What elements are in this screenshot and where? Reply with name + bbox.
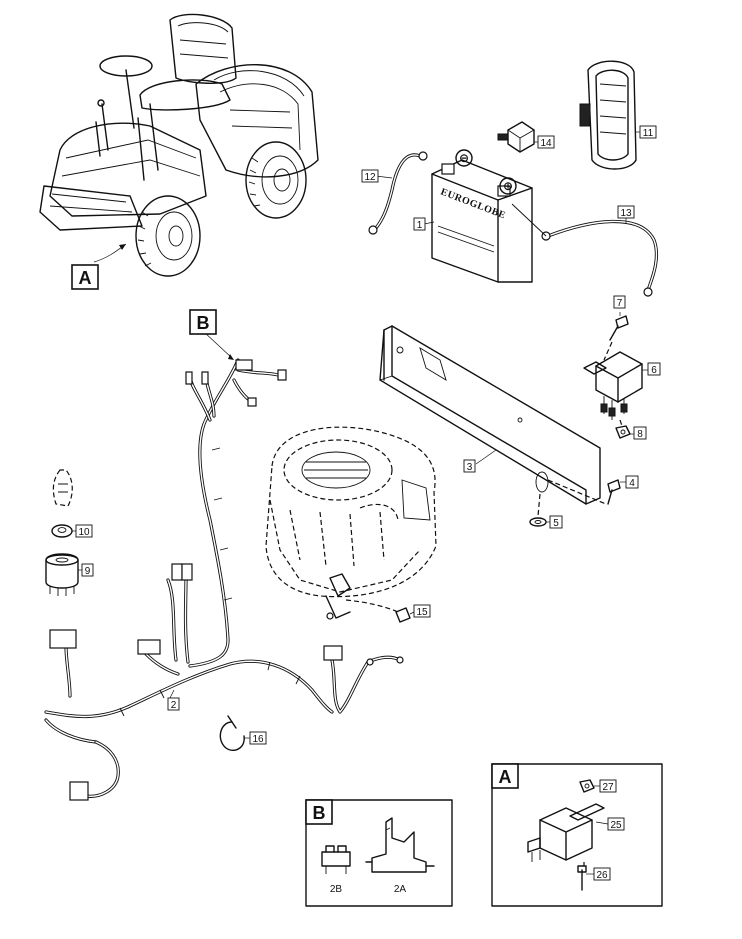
washer xyxy=(529,517,547,527)
svg-text:4: 4 xyxy=(629,478,635,489)
relay-nut xyxy=(579,779,595,793)
terminal-connector xyxy=(497,121,535,153)
battery: EUROGLOBE ⊖ ⊕ xyxy=(431,149,533,283)
callout-b-label: B xyxy=(189,309,217,335)
engine-nut xyxy=(395,607,411,623)
svg-text:11: 11 xyxy=(643,128,654,139)
svg-text:25: 25 xyxy=(610,820,622,831)
svg-text:27: 27 xyxy=(602,782,614,793)
svg-text:5: 5 xyxy=(553,518,559,529)
fuse-2b xyxy=(321,845,351,874)
svg-text:A: A xyxy=(499,767,512,787)
riding-mower-illustration xyxy=(39,13,319,277)
nut xyxy=(615,425,631,439)
svg-text:EUROGLOBE: EUROGLOBE xyxy=(439,187,507,222)
part-labels: 1 12 14 11 13 7 6 8 3 4 xyxy=(72,125,661,745)
svg-text:3: 3 xyxy=(467,462,473,473)
engine xyxy=(265,426,437,620)
svg-text:7: 7 xyxy=(617,298,623,309)
ignition-key xyxy=(52,469,73,507)
inset-a: A 27 25 26 xyxy=(491,763,663,907)
cable-tie xyxy=(219,715,245,752)
svg-text:2A: 2A xyxy=(394,884,407,895)
svg-text:26: 26 xyxy=(596,870,608,881)
relay xyxy=(527,803,605,862)
callout-a-label: A xyxy=(71,264,99,290)
wiring-harness xyxy=(44,358,404,801)
svg-text:16: 16 xyxy=(252,734,264,745)
svg-text:1: 1 xyxy=(417,220,423,231)
starter-relay xyxy=(583,351,643,420)
ignition-switch xyxy=(45,553,79,596)
mounting-bracket xyxy=(379,325,601,505)
inset-b: B 2B 2A xyxy=(305,799,453,907)
svg-text:B: B xyxy=(313,803,326,823)
svg-text:12: 12 xyxy=(364,172,376,183)
battery-strap xyxy=(579,60,637,170)
svg-text:⊖: ⊖ xyxy=(459,151,469,165)
svg-text:14: 14 xyxy=(540,138,552,149)
positive-battery-cable xyxy=(511,203,659,297)
switch-nut xyxy=(51,524,73,538)
svg-text:2: 2 xyxy=(171,700,177,711)
bolt-4 xyxy=(607,479,621,505)
bolt xyxy=(609,315,629,341)
relay-bolt xyxy=(577,865,587,891)
svg-text:10: 10 xyxy=(78,527,90,538)
svg-text:8: 8 xyxy=(637,429,643,440)
svg-text:B: B xyxy=(197,313,210,333)
fuse-holder-2a xyxy=(365,817,435,873)
svg-text:6: 6 xyxy=(651,365,657,376)
svg-text:A: A xyxy=(79,268,92,288)
svg-text:15: 15 xyxy=(416,607,428,618)
svg-text:⊕: ⊕ xyxy=(503,179,513,193)
negative-battery-cable xyxy=(368,151,428,235)
svg-text:2B: 2B xyxy=(330,884,343,895)
svg-text:13: 13 xyxy=(620,208,632,219)
svg-text:9: 9 xyxy=(85,566,91,577)
